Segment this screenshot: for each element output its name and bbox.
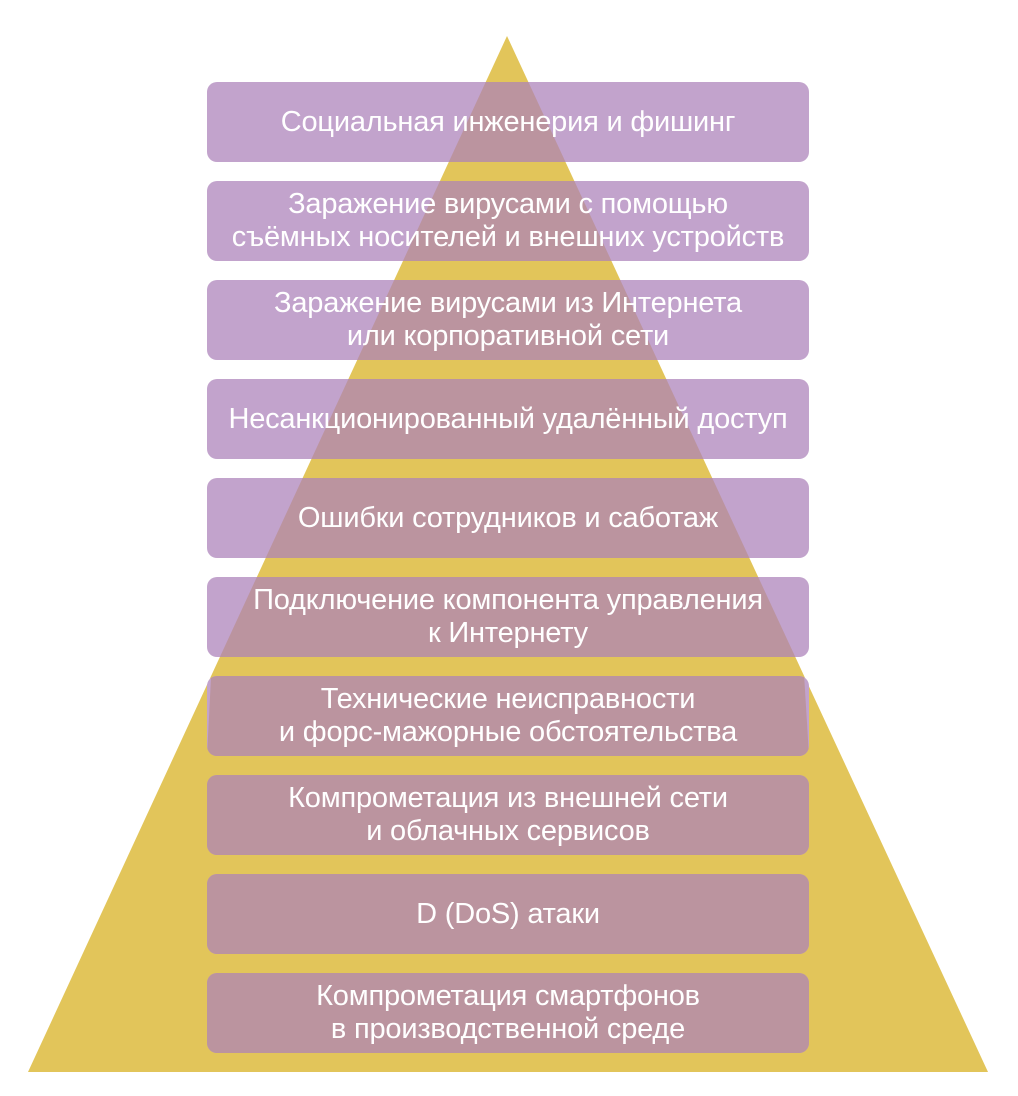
pyramid-level-1: Социальная инженерия и фишинг (207, 82, 809, 162)
level-label: Компрометация смартфонов в производствен… (316, 980, 700, 1045)
level-overlap-fill (402, 181, 612, 261)
level-overlap-fill (357, 280, 658, 360)
level-overlap-shape (207, 676, 809, 756)
pyramid-level-4: Несанкционированный удалённый доступ (207, 379, 809, 459)
level-overlap-shape (265, 478, 750, 558)
pyramid-level-6: Подключение компонента управления к Инте… (207, 577, 809, 657)
level-overlap-fill (219, 577, 796, 657)
pyramid-level-9: D (DoS) атаки (207, 874, 809, 954)
level-label: D (DoS) атаки (416, 897, 600, 930)
level-overlap-shape (207, 874, 809, 954)
pyramid-level-8: Компрометация из внешней сети и облачных… (207, 775, 809, 855)
level-overlap-shape (219, 577, 796, 657)
level-label: Ошибки сотрудников и саботаж (297, 501, 719, 534)
level-overlap-fill (207, 973, 809, 1053)
level-label: Социальная инженерия и фишинг (280, 105, 736, 138)
level-overlap-shape (448, 82, 566, 162)
level-overlap-shape (357, 280, 658, 360)
level-label: Заражение вирусами из Интернета или корп… (274, 287, 742, 352)
level-overlap-shape (207, 973, 809, 1053)
pyramid-level-7: Технические неисправности и форс-мажорны… (207, 676, 809, 756)
level-label: Заражение вирусами с помощью съёмных нос… (231, 188, 785, 253)
level-overlap-shape (207, 775, 809, 855)
level-label: Подключение компонента управления к Инте… (253, 584, 763, 649)
level-overlap-fill (448, 82, 566, 162)
pyramid-level-3: Заражение вирусами из Интернета или корп… (207, 280, 809, 360)
level-label: Несанкционированный удалённый доступ (228, 402, 788, 435)
level-overlap-fill (207, 874, 809, 954)
pyramid-level-10: Компрометация смартфонов в производствен… (207, 973, 809, 1053)
level-overlap-fill (207, 775, 809, 855)
pyramid-level-2: Заражение вирусами с помощью съёмных нос… (207, 181, 809, 261)
level-overlap-fill (207, 676, 809, 756)
level-overlap-fill (311, 379, 704, 459)
level-overlap-fill (265, 478, 750, 558)
pyramid-level-5: Ошибки сотрудников и саботаж (207, 478, 809, 558)
level-label: Технические неисправности и форс-мажорны… (278, 683, 738, 748)
level-overlap-shape (311, 379, 704, 459)
level-overlap-shape (402, 181, 612, 261)
level-label: Компрометация из внешней сети и облачных… (288, 782, 728, 847)
